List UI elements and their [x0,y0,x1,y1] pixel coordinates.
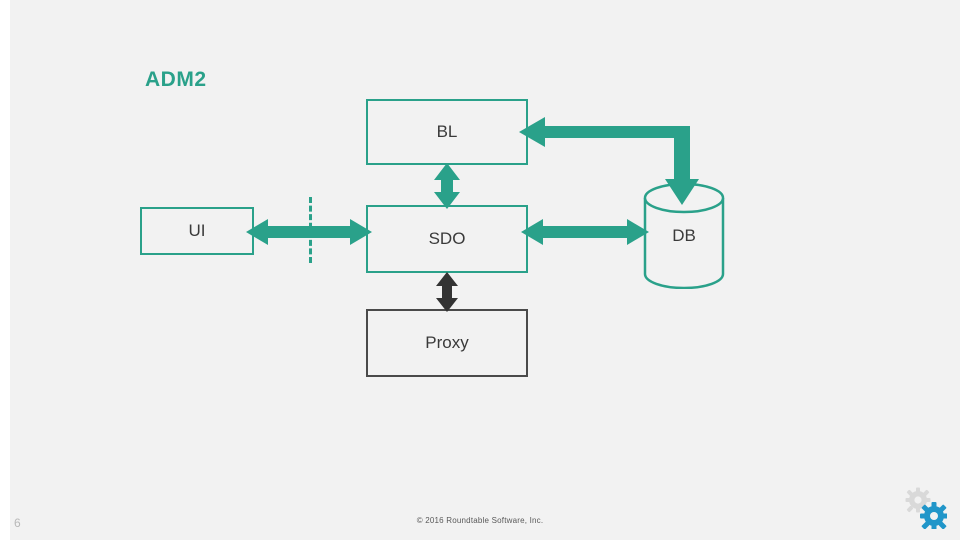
connector-ui-sdo [246,217,372,247]
gears-logo-icon [905,487,948,530]
connector-db-bl [519,117,699,222]
diagram-node-proxy-label: Proxy [425,333,469,352]
slide-left-accent-bar [0,0,10,540]
diagram-node-bl[interactable]: BL [366,99,528,165]
page-title: ADM2 [145,68,207,91]
diagram-node-db-label: DB [672,226,696,245]
diagram-node-bl-label: BL [436,122,458,141]
diagram-node-sdo-label: SDO [428,229,466,248]
connector-sdo-proxy [434,272,460,312]
diagram-node-ui[interactable]: UI [140,207,254,255]
diagram-node-ui-label: UI [188,221,206,240]
copyright-footer: © 2016 Roundtable Software, Inc. [416,516,544,525]
connector-sdo-db [521,217,649,247]
diagram-node-proxy[interactable]: Proxy [366,309,528,377]
connector-bl-sdo [432,163,462,209]
diagram-node-sdo[interactable]: SDO [366,205,528,273]
page-number: 6 [14,516,21,530]
